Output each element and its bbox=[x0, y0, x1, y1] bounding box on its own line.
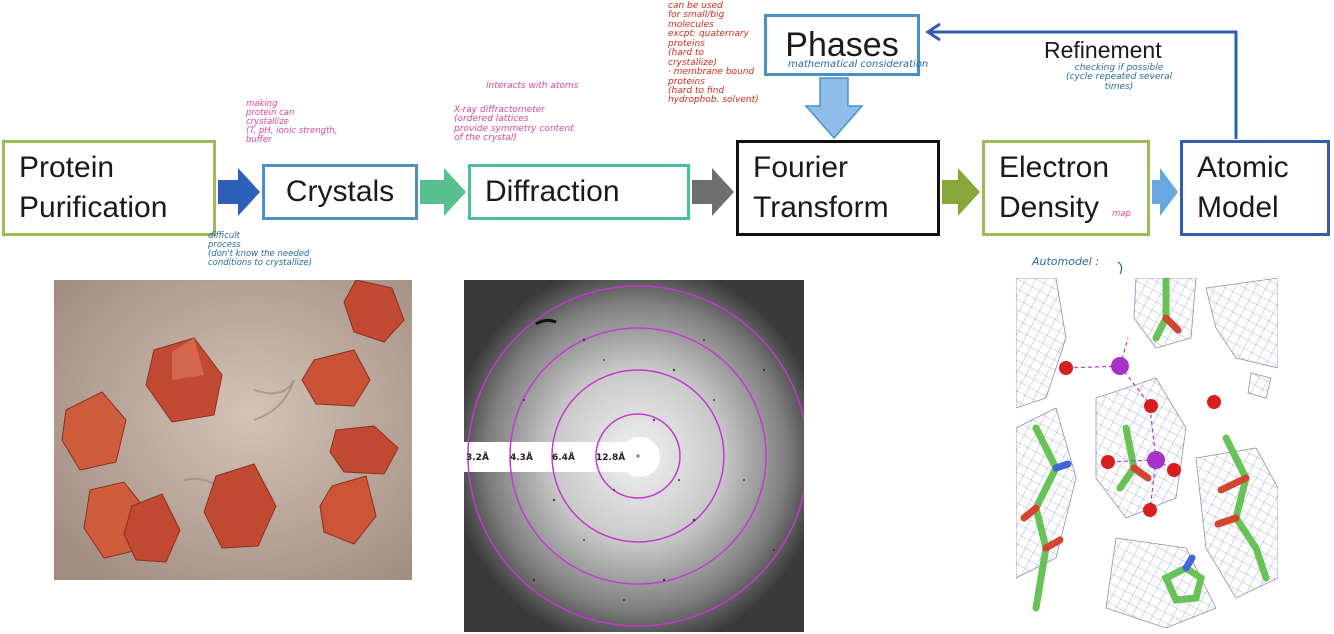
beamstop-center bbox=[620, 437, 660, 477]
atomic-model-image bbox=[1016, 278, 1278, 628]
crystals-photo bbox=[54, 280, 412, 580]
note-fourier-usage: can be used for small/big molecules excp… bbox=[668, 2, 759, 106]
refinement-label: Refinement bbox=[1044, 38, 1162, 62]
note-refinement: checking if possible (cycle repeated sev… bbox=[1066, 64, 1172, 92]
ring-label-3: 6.4Å bbox=[552, 452, 575, 463]
metal-ion-2 bbox=[1147, 451, 1165, 469]
ring-label-1: 3.2Å bbox=[466, 452, 489, 463]
arrow-electron-to-atomic bbox=[1152, 168, 1178, 216]
density-mesh bbox=[1016, 278, 1278, 628]
automodel-pointer-icon bbox=[1118, 262, 1122, 274]
atomic-model-art bbox=[1016, 278, 1278, 628]
arrow-fourier-to-electron bbox=[942, 168, 980, 216]
note-automodel: Automodel : bbox=[1032, 256, 1099, 268]
arrow-diffraction-to-fourier bbox=[692, 168, 734, 216]
diffraction-pattern-image: 3.2Å 4.3Å 6.4Å 12.8Å bbox=[464, 280, 804, 632]
arrow-phases-to-fourier bbox=[806, 78, 862, 138]
note-diffraction-instrument: X-ray diffractometer (ordered lattices p… bbox=[454, 106, 574, 144]
crystals-photo-art bbox=[54, 280, 412, 580]
metal-ion-1 bbox=[1111, 357, 1129, 375]
ring-label-4: 12.8Å bbox=[596, 452, 625, 463]
note-density-map: map bbox=[1112, 210, 1131, 219]
arrow-crystals-to-diffraction bbox=[420, 168, 466, 216]
arrow-protein-to-crystals bbox=[218, 168, 260, 216]
diffraction-pattern-art: 3.2Å 4.3Å 6.4Å 12.8Å bbox=[464, 280, 804, 632]
note-phases-math: mathematical consideration bbox=[788, 60, 928, 71]
note-difficult-process: difficult process (don't know the needed… bbox=[208, 232, 312, 268]
ring-label-2: 4.3Å bbox=[510, 452, 533, 463]
note-diffraction-interacts: interacts with atoms bbox=[486, 82, 578, 91]
note-crystals-conditions: making protein can crystallize (T, pH, i… bbox=[246, 100, 337, 145]
